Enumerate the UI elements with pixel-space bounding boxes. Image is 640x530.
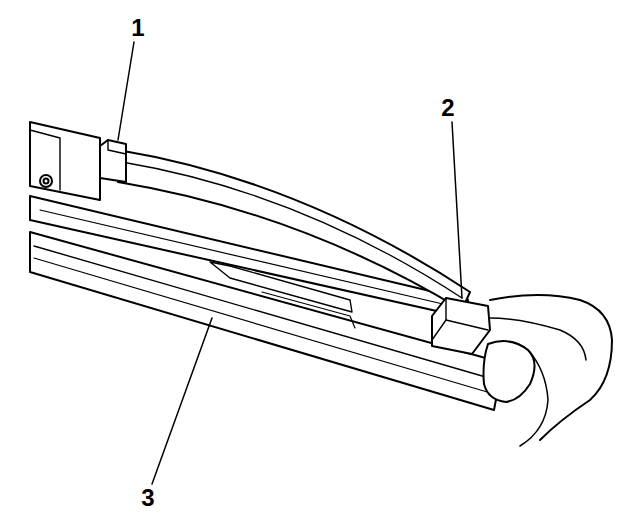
clip-edge — [446, 298, 488, 330]
pivot-bolt — [44, 179, 49, 184]
retaining-clip — [100, 140, 126, 182]
retaining-clip — [432, 298, 490, 354]
arm-housing — [30, 122, 100, 200]
callout-number: 2 — [439, 96, 456, 120]
leader-line — [118, 42, 134, 140]
leader-line — [152, 318, 212, 484]
blade-slot-line — [262, 292, 355, 328]
housing-edge — [30, 130, 60, 190]
arm-ridge — [122, 162, 462, 298]
clip-edge — [432, 320, 446, 340]
clip-edge — [108, 140, 126, 154]
callout-number: 3 — [139, 486, 156, 510]
thumb-outline — [484, 341, 535, 402]
leader-line — [452, 122, 462, 298]
callout-number: 1 — [129, 16, 146, 40]
hand-outline — [520, 350, 548, 446]
pivot-bolt — [40, 175, 52, 187]
wiper-arm — [118, 150, 470, 310]
